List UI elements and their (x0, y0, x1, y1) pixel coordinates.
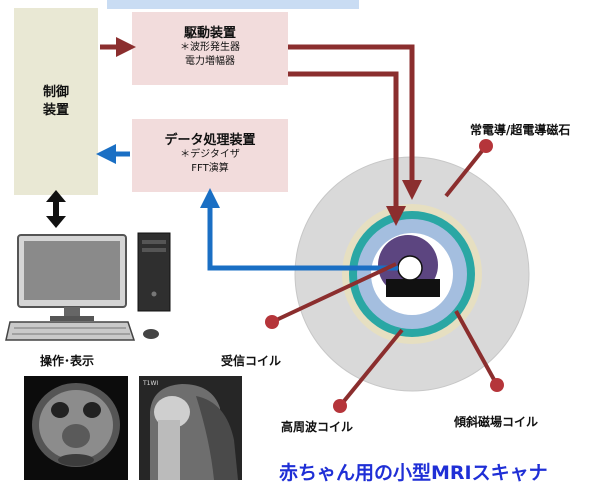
receive-pin-line (271, 262, 397, 324)
patient-head (397, 255, 423, 281)
patient-table (386, 279, 440, 297)
gradient-coil-label: 傾斜磁場コイル (454, 415, 539, 429)
computer-icon (5, 232, 171, 341)
receive-pin (265, 315, 279, 329)
control-unit-box (14, 8, 98, 195)
magnet-pin-line (444, 144, 488, 198)
operation-display-label: 操作･表示 (40, 354, 95, 368)
caption-title: 赤ちゃん用の小型MRIスキャナ (279, 462, 548, 484)
data-processing-title: データ処理装置 (164, 133, 256, 148)
magnet-label: 常電導/超電導磁石 (470, 123, 571, 137)
control-computer-double-arrow (46, 190, 66, 228)
receive-to-dataproc-arrow (200, 188, 398, 271)
data-processing-box (132, 119, 288, 192)
rf-pin (333, 399, 347, 413)
rf-coil-label: 高周波コイル (281, 420, 354, 434)
data-processing-sub: ＊デジタイザ FFT演算 (180, 149, 240, 174)
magnet-pin (479, 139, 493, 153)
receive-coil-label: 受信コイル (221, 354, 282, 368)
drive-to-rf-arrow (288, 71, 406, 226)
control-unit-label: 制御 装置 (42, 85, 69, 118)
mri-image-tag: T1WI (142, 380, 158, 387)
drive-unit-sub: ＊波形発生器 電力増幅器 (180, 42, 240, 67)
mri-brain-image (24, 376, 128, 480)
top-banner-strip (107, 0, 359, 9)
mri-scanner-rings (294, 156, 530, 392)
drive-unit-box (132, 12, 288, 85)
drive-to-gradient-arrow (288, 44, 422, 200)
gradient-pin (490, 378, 504, 392)
rf-pin-line (338, 328, 404, 408)
mri-shoulder-image: T1WI (139, 376, 242, 480)
drive-unit-title: 駆動装置 (183, 26, 236, 41)
gradient-pin-line (454, 310, 499, 386)
